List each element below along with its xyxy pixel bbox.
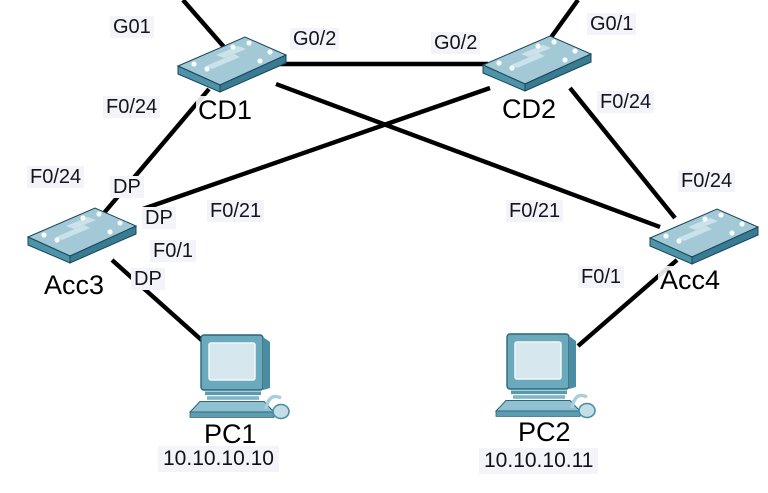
port-label-acc4-f0-24: F0/24 (678, 170, 736, 192)
pc-icon-pc1[interactable] (188, 330, 294, 422)
port-label-cd2-uplink: G0/1 (587, 13, 637, 35)
port-label-cd1-uplink: G01 (110, 16, 154, 38)
port-label-acc3-f0-24: F0/24 (27, 166, 85, 188)
link-acc3-pc1[interactable] (110, 258, 208, 346)
device-name-cd2: CD2 (500, 94, 559, 124)
port-label-acc4-f0-21: F0/21 (506, 200, 564, 222)
switch-icon-cd2[interactable] (481, 34, 593, 92)
link-cd2-acc3[interactable] (142, 85, 491, 212)
port-label-acc3-f0-21: F0/21 (207, 200, 265, 222)
port-label-acc3-f0-1: F0/1 (150, 240, 197, 262)
port-label-cd1-f0-24: F0/24 (103, 96, 161, 118)
stp-dp-label-acc3-f0-1: DP (131, 268, 165, 290)
link-cd2-uplink[interactable] (545, 0, 580, 45)
device-name-pc1: PC1 (202, 419, 259, 449)
switch-icon-acc3[interactable] (26, 206, 138, 264)
port-label-cd1-g0-2: G0/2 (290, 28, 340, 50)
device-name-acc3: Acc3 (42, 270, 107, 300)
ip-label-pc2: 10.10.10.11 (479, 448, 599, 474)
device-name-acc4: Acc4 (658, 265, 723, 295)
link-cd1-uplink[interactable] (181, 0, 226, 49)
device-name-cd1: CD1 (196, 95, 255, 125)
link-cd2-acc4[interactable] (568, 86, 677, 220)
ip-label-pc1: 10.10.10.10 (158, 446, 279, 472)
port-label-cd2-g0-2: G0/2 (431, 32, 481, 54)
device-name-pc2: PC2 (516, 417, 573, 447)
stp-dp-label-acc3-f0-24: DP (110, 176, 144, 198)
switch-icon-cd1[interactable] (176, 35, 288, 93)
link-cd1-acc4[interactable] (275, 81, 661, 230)
switch-icon-acc4[interactable] (648, 207, 760, 265)
stp-dp-label-acc3-f0-21: DP (142, 207, 176, 229)
port-label-acc4-f0-1: F0/1 (578, 266, 625, 288)
pc-icon-pc2[interactable] (494, 329, 600, 421)
port-label-cd2-f0-24: F0/24 (597, 91, 655, 113)
